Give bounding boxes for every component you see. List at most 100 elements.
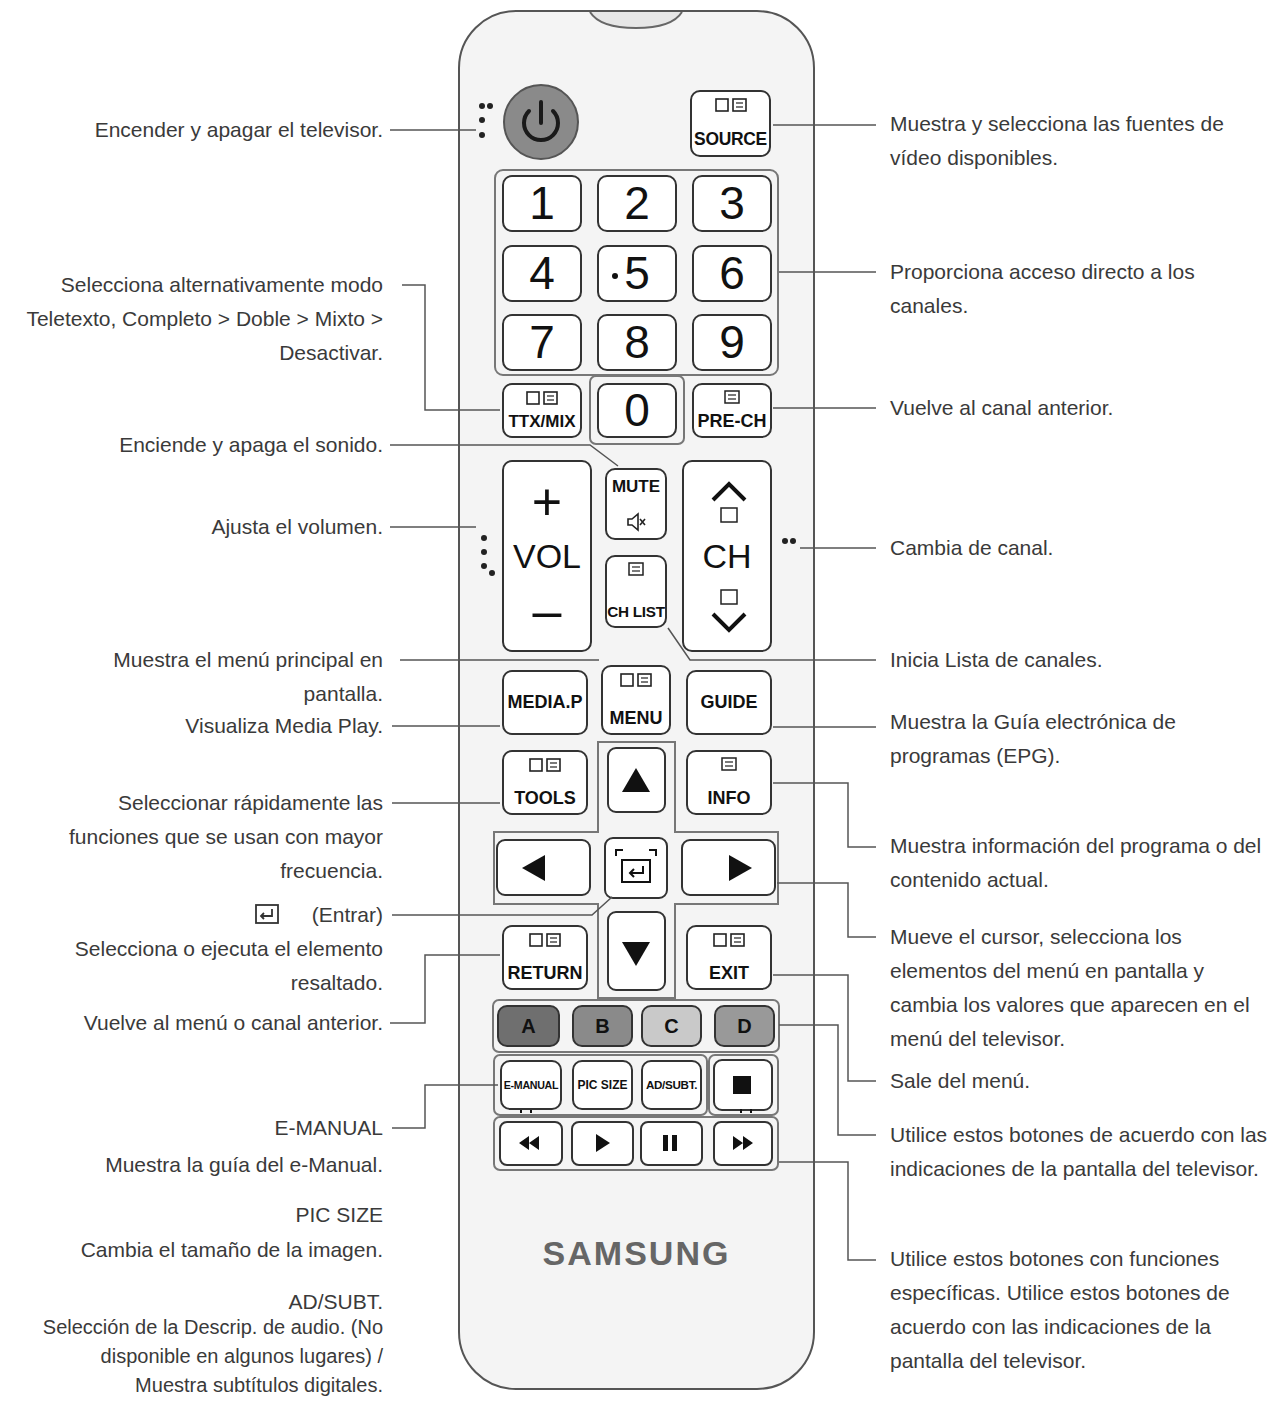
remote-button: 5 — [597, 245, 677, 302]
button-label: SOURCE — [694, 131, 767, 149]
brand-logo: SAMSUNG — [460, 1234, 813, 1273]
button-label: VOL — [513, 539, 581, 574]
button-label: 5 — [624, 250, 650, 297]
remote-button: A — [497, 1005, 560, 1047]
callout-text: Proporciona acceso directo a los canales… — [890, 255, 1270, 323]
remote-button: 2 — [597, 175, 677, 232]
remote-button: 6 — [692, 245, 772, 302]
remote-body: SAMSUNG SOURCE 1 2 3 45 6 7 8 9TTX/MIX 0PRE-CH + VOL… — [458, 10, 815, 1390]
callout-text: Selección de la Descrip. de audio. (No d… — [33, 1313, 383, 1400]
button-label: TTX/MIX — [508, 413, 575, 430]
callout-text: Muestra y selecciona las fuentes de víde… — [890, 107, 1270, 175]
remote-button: AD/SUBT. — [641, 1060, 702, 1110]
button-label: 3 — [719, 180, 745, 227]
remote-button: SOURCE — [690, 90, 771, 157]
button-icon — [504, 757, 586, 773]
remote-button: PIC SIZE — [572, 1060, 633, 1110]
remote-button: 4 — [502, 245, 582, 302]
remote-button: 7 — [502, 314, 582, 371]
button-label: A — [521, 1016, 535, 1036]
button-label: + — [532, 476, 562, 528]
button-label: MUTE — [612, 478, 660, 495]
remote-button: 8 — [597, 314, 677, 371]
callout-text: Seleccionar rápidamente las funciones qu… — [38, 786, 383, 888]
callout-text: Muestra la guía del e-Manual. — [63, 1148, 383, 1182]
callout-text: Selecciona o ejecuta el elemento resalta… — [38, 932, 383, 1000]
callout-text: Cambia el tamaño de la imagen. — [53, 1233, 383, 1267]
channel-up-icon — [707, 478, 751, 526]
callout-text: Mueve el cursor, selecciona los elemento… — [890, 920, 1274, 1056]
remote-button: GUIDE — [686, 670, 772, 735]
button-label: MENU — [610, 709, 663, 727]
remote-button: INFO — [686, 750, 772, 815]
remote-button: CH LIST — [605, 555, 667, 628]
remote-button: TTX/MIX — [502, 383, 582, 438]
remote-button: 9 — [692, 314, 772, 371]
callout-text: Sale del menú. — [890, 1064, 1270, 1098]
remote-button: CH — [682, 460, 772, 652]
remote-button: 1 — [502, 175, 582, 232]
button-icon — [504, 932, 586, 948]
remote-button: C — [641, 1005, 702, 1047]
button-label: GUIDE — [700, 693, 757, 711]
callout-text: Cambia de canal. — [890, 531, 1270, 565]
button-label: 6 — [719, 250, 745, 297]
button-icon — [694, 390, 770, 404]
callout-text: PIC SIZE — [183, 1198, 383, 1232]
button-label: AD/SUBT. — [646, 1079, 697, 1091]
remote-button: +VOL– — [502, 460, 592, 652]
button-icon — [607, 562, 665, 576]
button-label: D — [737, 1016, 751, 1036]
callout-text: Muestra la Guía electrónica de programas… — [890, 705, 1270, 773]
remote-button: 3 — [692, 175, 772, 232]
remote-button: MENU — [601, 665, 671, 735]
button-label: CH LIST — [607, 604, 664, 620]
button-label: 7 — [529, 319, 555, 366]
button-icon — [688, 932, 770, 948]
button-label: 2 — [624, 180, 650, 227]
button-icon — [692, 97, 769, 113]
button-icon — [504, 390, 580, 406]
callout-text: Vuelve al menú o canal anterior. — [43, 1006, 383, 1040]
button-label: 1 — [529, 180, 555, 227]
remote-button: PRE-CH — [692, 383, 772, 438]
callout-text: Muestra el menú principal en pantalla. — [73, 643, 383, 711]
button-icon — [607, 511, 665, 533]
button-icon — [603, 672, 669, 688]
callout-text: Muestra información del programa o del c… — [890, 829, 1270, 897]
remote-button: MEDIA.P — [502, 670, 588, 735]
remote-button: RETURN — [502, 925, 588, 990]
callout-text: Utilice estos botones de acuerdo con las… — [890, 1118, 1270, 1186]
button-label: E-MANUAL — [504, 1080, 558, 1091]
remote-button: TOOLS — [502, 750, 588, 815]
remote-button: EXIT — [686, 925, 772, 990]
callout-text: Selecciona alternativamente modo Teletex… — [3, 268, 383, 370]
callout-text: Enciende y apaga el sonido. — [83, 428, 383, 462]
remote-button: D — [714, 1005, 775, 1047]
button-label: B — [595, 1016, 609, 1036]
callout-text: Vuelve al canal anterior. — [890, 391, 1270, 425]
callout-text: Ajusta el volumen. — [133, 510, 383, 544]
callout-text: AD/SUBT. — [183, 1285, 383, 1319]
remote-button: E-MANUAL — [500, 1060, 562, 1110]
callout-text: (Entrar) — [283, 898, 383, 932]
button-label: MEDIA.P — [507, 693, 582, 711]
button-label: CH — [702, 539, 751, 574]
remote-button: 0 — [597, 383, 677, 438]
callout-text: Encender y apagar el televisor. — [53, 113, 383, 147]
button-label: RETURN — [508, 964, 583, 982]
button-label: 8 — [624, 319, 650, 366]
callout-text: Inicia Lista de canales. — [890, 643, 1270, 677]
channel-down-icon — [707, 588, 751, 636]
button-label: INFO — [708, 789, 751, 807]
button-label: PRE-CH — [697, 412, 766, 430]
callout-text: Utilice estos botones con funciones espe… — [890, 1242, 1270, 1378]
button-label: PIC SIZE — [577, 1079, 627, 1091]
tactile-dot — [612, 273, 618, 279]
button-label: EXIT — [709, 964, 749, 982]
callout-text: Visualiza Media Play. — [133, 709, 383, 743]
button-icon — [688, 757, 770, 771]
button-label: C — [664, 1016, 678, 1036]
button-label: 9 — [719, 319, 745, 366]
callout-text: E-MANUAL — [183, 1111, 383, 1145]
